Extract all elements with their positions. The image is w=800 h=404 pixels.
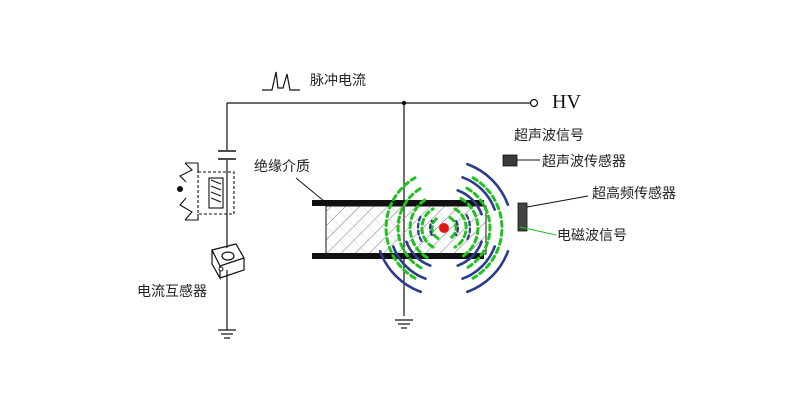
hv-label: HV	[552, 91, 581, 113]
em-wave-arc-right	[453, 207, 468, 249]
ultrasonic-wave-arc-lower-left	[392, 245, 427, 280]
ultrasonic-signal-label: 超声波信号	[514, 128, 584, 144]
ultrasonic-sensor-icon	[502, 154, 518, 167]
spark-gap-dot	[177, 186, 183, 192]
pulse-waveform-icon	[262, 71, 300, 91]
em-signal-leader	[519, 226, 557, 236]
ultrasonic-wave-arc-upper-right	[461, 176, 496, 211]
detection-impedance	[179, 162, 235, 221]
uhf-sensor-icon	[517, 202, 528, 232]
ultrasonic-wave-arc-lower-left	[405, 240, 432, 267]
em-wave-arc-right	[471, 176, 504, 280]
em-wave-arc-left	[384, 176, 417, 280]
current-transformer-icon	[211, 243, 245, 281]
ultrasonic-wave-arc-inner	[465, 213, 472, 243]
em-wave-arc-left	[430, 216, 440, 240]
pulse-current-label: 脉冲电流	[310, 73, 366, 89]
em-wave-arc-left	[396, 186, 423, 270]
ultrasonic-wave-arc-lower-right	[466, 250, 510, 294]
bus-junction-dot	[401, 100, 407, 106]
insulation-crosshatch	[326, 206, 486, 254]
em-wave-group	[384, 176, 504, 280]
ultrasonic-wave-arc-inner	[455, 219, 459, 237]
ultrasonic-wave-arc-upper-right	[456, 189, 483, 216]
insulating-medium-label: 绝缘介质	[254, 159, 310, 175]
ultrasonic-wave-arc-lower-left	[378, 250, 422, 294]
ultrasonic-sensor-label: 超声波传感器	[542, 154, 626, 170]
current-transformer-label: 电流互感器	[137, 284, 207, 300]
uhf-sensor-label: 超高频传感器	[592, 186, 676, 202]
ground-symbol-center	[395, 319, 413, 329]
coupling-capacitor	[218, 150, 236, 160]
em-wave-arc-right	[465, 186, 492, 270]
em-wave-arc-left	[408, 197, 429, 259]
em-wave-signal-label: 电磁波信号	[557, 228, 627, 244]
ultrasonic-wave-arc-inner-left	[416, 213, 423, 243]
ultrasonic-wave-arc-lower-right	[461, 245, 496, 280]
em-wave-arc-right	[448, 216, 458, 240]
hv-terminal	[529, 98, 539, 108]
em-wave-arc-right	[459, 197, 480, 259]
ultrasonic-wave-arc-upper-right	[466, 162, 510, 206]
ultrasonic-wave-arc-inner-left	[429, 219, 433, 237]
ground-symbol-left	[218, 329, 236, 339]
ultrasonic-wave-group	[378, 162, 510, 294]
em-wave-arc-left	[420, 207, 435, 249]
discharge-point	[439, 223, 449, 233]
ultrasonic-wave-arc-lower-right	[456, 240, 483, 267]
ct-terminal	[218, 266, 224, 272]
upper-electrode	[312, 200, 484, 206]
insulation-leader-line	[295, 177, 331, 207]
uhf-sensor-leader	[526, 195, 589, 208]
